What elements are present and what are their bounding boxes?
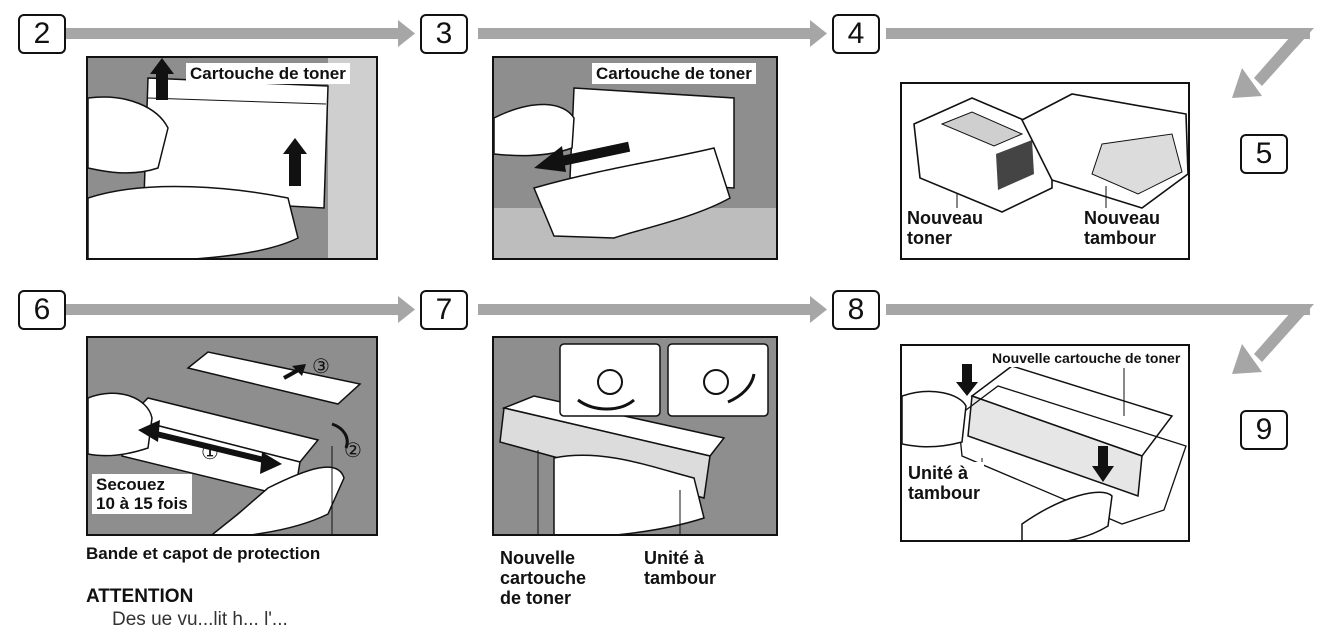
drum-unit-label-line2: tambour bbox=[644, 568, 716, 588]
step-number-8: 8 bbox=[832, 290, 880, 330]
new-toner-cartridge-label-line3: de toner bbox=[500, 588, 572, 608]
new-toner-cartridge-label: Nouvelle cartouche de toner bbox=[988, 350, 1185, 367]
step-8-illustration: Nouvelle cartouche de toner Unité à tamb… bbox=[900, 344, 1190, 542]
step-circle-2: ② bbox=[344, 440, 362, 462]
drum-unit-label-line2: tambour bbox=[908, 483, 980, 503]
drum-unit-label-line1: Unité à bbox=[908, 463, 969, 483]
step-circle-3: ③ bbox=[312, 356, 330, 378]
insert-toner-into-drum-drawing bbox=[494, 338, 776, 534]
new-toner-cartridge-label-line2: cartouche bbox=[500, 568, 587, 588]
shake-instruction: Secouez 10 à 15 fois bbox=[92, 474, 192, 514]
drum-unit-label-line1: Unité à bbox=[644, 548, 705, 568]
step-circle-1: ① bbox=[201, 442, 219, 464]
toner-cartridge-label: Cartouche de toner bbox=[592, 63, 756, 84]
new-toner-label: Nouveau toner bbox=[907, 208, 983, 248]
protective-cover-caption: Bande et capot de protection bbox=[86, 544, 321, 563]
step-number-4: 4 bbox=[832, 14, 880, 54]
pull-toner-drawing bbox=[494, 58, 776, 258]
step-number-9: 9 bbox=[1240, 410, 1288, 450]
new-toner-cartridge-label: Nouvelle cartouche de toner bbox=[500, 548, 586, 608]
toner-cartridge-label: Cartouche de toner bbox=[186, 63, 350, 84]
step-6-illustration: ① ② ③ Secouez 10 à 15 fois bbox=[86, 336, 378, 536]
step-number-3: 3 bbox=[420, 14, 468, 54]
step-number-7: 7 bbox=[420, 290, 468, 330]
remove-toner-drawing bbox=[88, 58, 376, 258]
new-toner-cartridge-label-line1: Nouvelle bbox=[500, 548, 576, 568]
drum-unit-label: Unité à tambour bbox=[644, 548, 716, 588]
new-drum-label: Nouveau tambour bbox=[1084, 208, 1160, 248]
new-toner-and-drum-drawing bbox=[913, 93, 1188, 213]
step-4-illustration: Nouveau toner Nouveau tambour bbox=[900, 82, 1190, 260]
drum-unit-label: Unité à tambour bbox=[904, 462, 984, 504]
step-number-2: 2 bbox=[18, 14, 66, 54]
step-7-illustration bbox=[492, 336, 778, 536]
new-toner-label-line2: toner bbox=[907, 228, 952, 248]
new-toner-label-line1: Nouveau bbox=[907, 208, 984, 228]
step-3-illustration: Cartouche de toner bbox=[492, 56, 778, 260]
step-number-6: 6 bbox=[18, 290, 66, 330]
step-2-illustration: Cartouche de toner bbox=[86, 56, 378, 260]
new-drum-label-line1: Nouveau bbox=[1084, 208, 1161, 228]
new-drum-label-line2: tambour bbox=[1084, 228, 1156, 248]
press-toner-into-drum-drawing bbox=[902, 346, 1188, 540]
attention-heading: ATTENTION bbox=[86, 586, 194, 607]
attention-text-cut: Des ue vu...lit h... l'... bbox=[112, 609, 288, 630]
shake-instruction-line1: Secouez bbox=[96, 475, 165, 494]
step-number-5: 5 bbox=[1240, 134, 1288, 174]
shake-instruction-line2: 10 à 15 fois bbox=[96, 494, 188, 513]
